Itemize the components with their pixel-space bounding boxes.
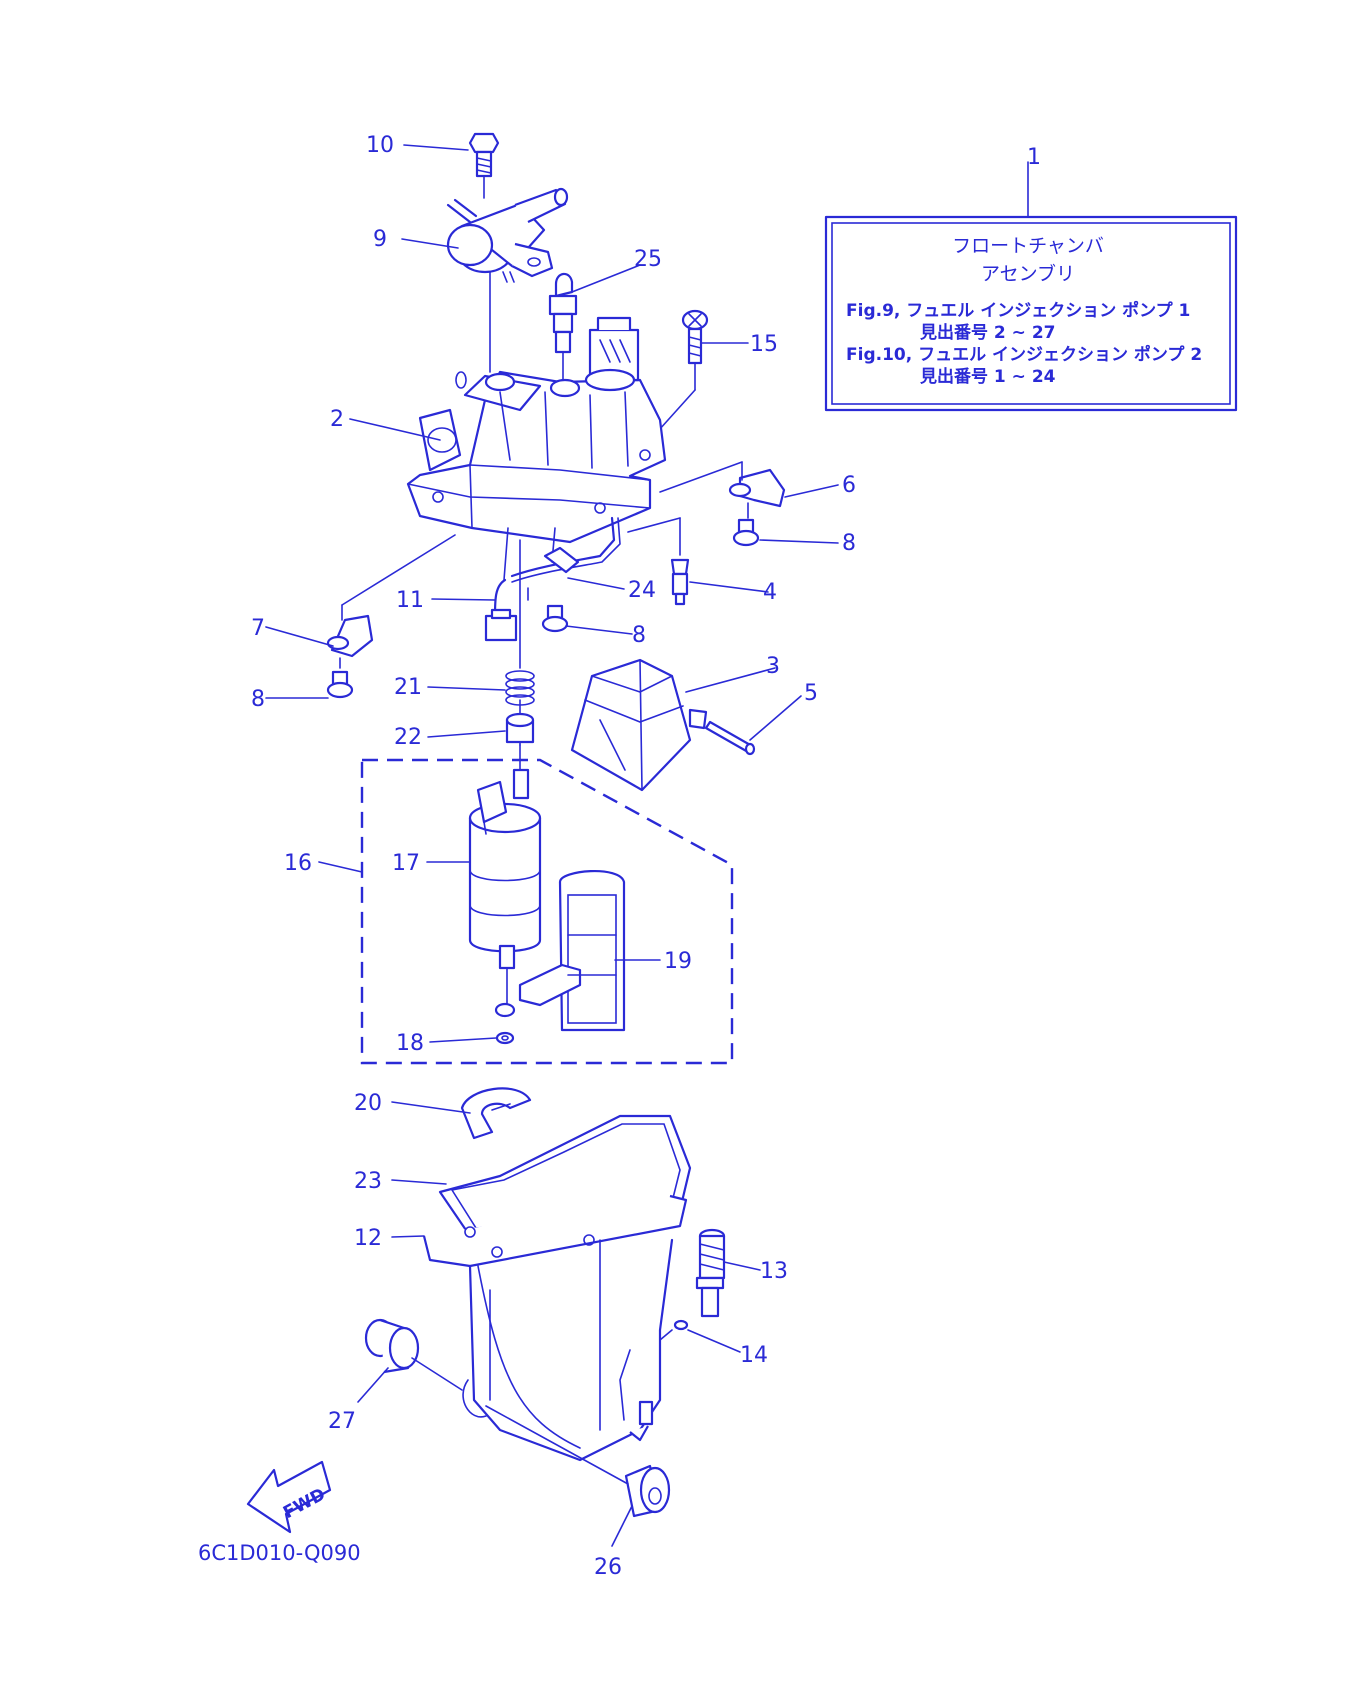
callout-13: 13 (760, 1259, 788, 1284)
part-27-grommet (364, 1318, 463, 1391)
callout-6: 6 (842, 473, 856, 498)
callout-12: 12 (354, 1226, 382, 1251)
assembly-title-line2: アセンブリ (981, 262, 1075, 285)
callout-10: 10 (366, 133, 394, 158)
callout-19: 19 (664, 949, 692, 974)
callout-14: 14 (740, 1343, 768, 1368)
part-13-drain-screw (695, 1228, 726, 1318)
assembly-info-box: 1 フロートチャンバ アセンブリ Fig.9, フュエル インジェクション ポン… (824, 145, 1238, 412)
leader-lines (265, 144, 839, 1547)
part-14-o-ring (659, 1319, 689, 1341)
assembly-fig10-range: 見出番号 1 ~ 24 (919, 366, 1056, 387)
assembly-fig10-line: Fig.10, フュエル インジェクション ポンプ 2 (846, 344, 1202, 365)
part-15-screw (649, 309, 709, 441)
part-4-plug (670, 517, 690, 606)
part-25-fitting (548, 272, 578, 385)
part-3-cover (570, 658, 708, 792)
callout-17: 17 (392, 851, 420, 876)
callout-15: 15 (750, 332, 778, 357)
part-8-screw-left (326, 670, 354, 699)
fwd-direction-arrow: FWD (246, 1460, 332, 1534)
part-6-clip (728, 468, 786, 519)
part-22-collar (505, 712, 535, 744)
part-2-vapor-separator-body (406, 316, 667, 544)
callout-23: 23 (354, 1169, 382, 1194)
callout-27: 27 (328, 1409, 356, 1434)
assembly-title-line1: フロートチャンバ (952, 235, 1104, 257)
part-10-bolt (468, 132, 500, 178)
assembly-fig9-line: Fig.9, フュエル インジェクション ポンプ 1 (846, 300, 1190, 321)
part-8-screw-right (732, 518, 760, 547)
part-7-plate (326, 614, 374, 669)
callout-24: 24 (628, 578, 656, 603)
callout-18: 18 (396, 1031, 424, 1056)
part-19-filter (518, 870, 626, 1032)
callout-8-left: 8 (251, 687, 265, 712)
callout-26: 26 (594, 1555, 622, 1580)
callout-1: 1 (1027, 145, 1041, 170)
callout-7: 7 (251, 616, 265, 641)
callout-20: 20 (354, 1091, 382, 1116)
part-9-pressure-regulator (446, 175, 569, 373)
callout-4: 4 (763, 580, 777, 605)
callout-25: 25 (634, 247, 662, 272)
part-11-wire-harness (484, 516, 621, 642)
callout-8-right: 8 (842, 531, 856, 556)
part-21-spring (505, 670, 535, 706)
part-26-bolt (485, 1405, 671, 1518)
part-12-float-chamber (422, 1194, 688, 1462)
callout-numbers: 10 9 25 15 2 6 8 4 24 8 11 7 8 21 22 3 5… (251, 133, 856, 1580)
part-17-fuel-pump (468, 744, 542, 1007)
diagram-code: 6C1D010-Q090 (198, 1541, 361, 1565)
part-16-pump-assembly-outline (360, 758, 734, 1065)
callout-16: 16 (284, 851, 312, 876)
callout-22: 22 (394, 725, 422, 750)
part-20-clip (460, 1087, 532, 1140)
callout-11: 11 (396, 588, 424, 613)
callout-3: 3 (766, 654, 780, 679)
part-8-screw-middle (541, 604, 569, 633)
callout-5: 5 (804, 681, 818, 706)
part-18-washer (494, 1002, 516, 1045)
assembly-fig9-range: 見出番号 2 ~ 27 (919, 322, 1056, 343)
callout-8-middle: 8 (632, 623, 646, 648)
callout-21: 21 (394, 675, 422, 700)
assembly-lines (341, 461, 743, 746)
part-5-pin (704, 720, 756, 756)
callout-2: 2 (330, 407, 344, 432)
callout-9: 9 (373, 227, 387, 252)
